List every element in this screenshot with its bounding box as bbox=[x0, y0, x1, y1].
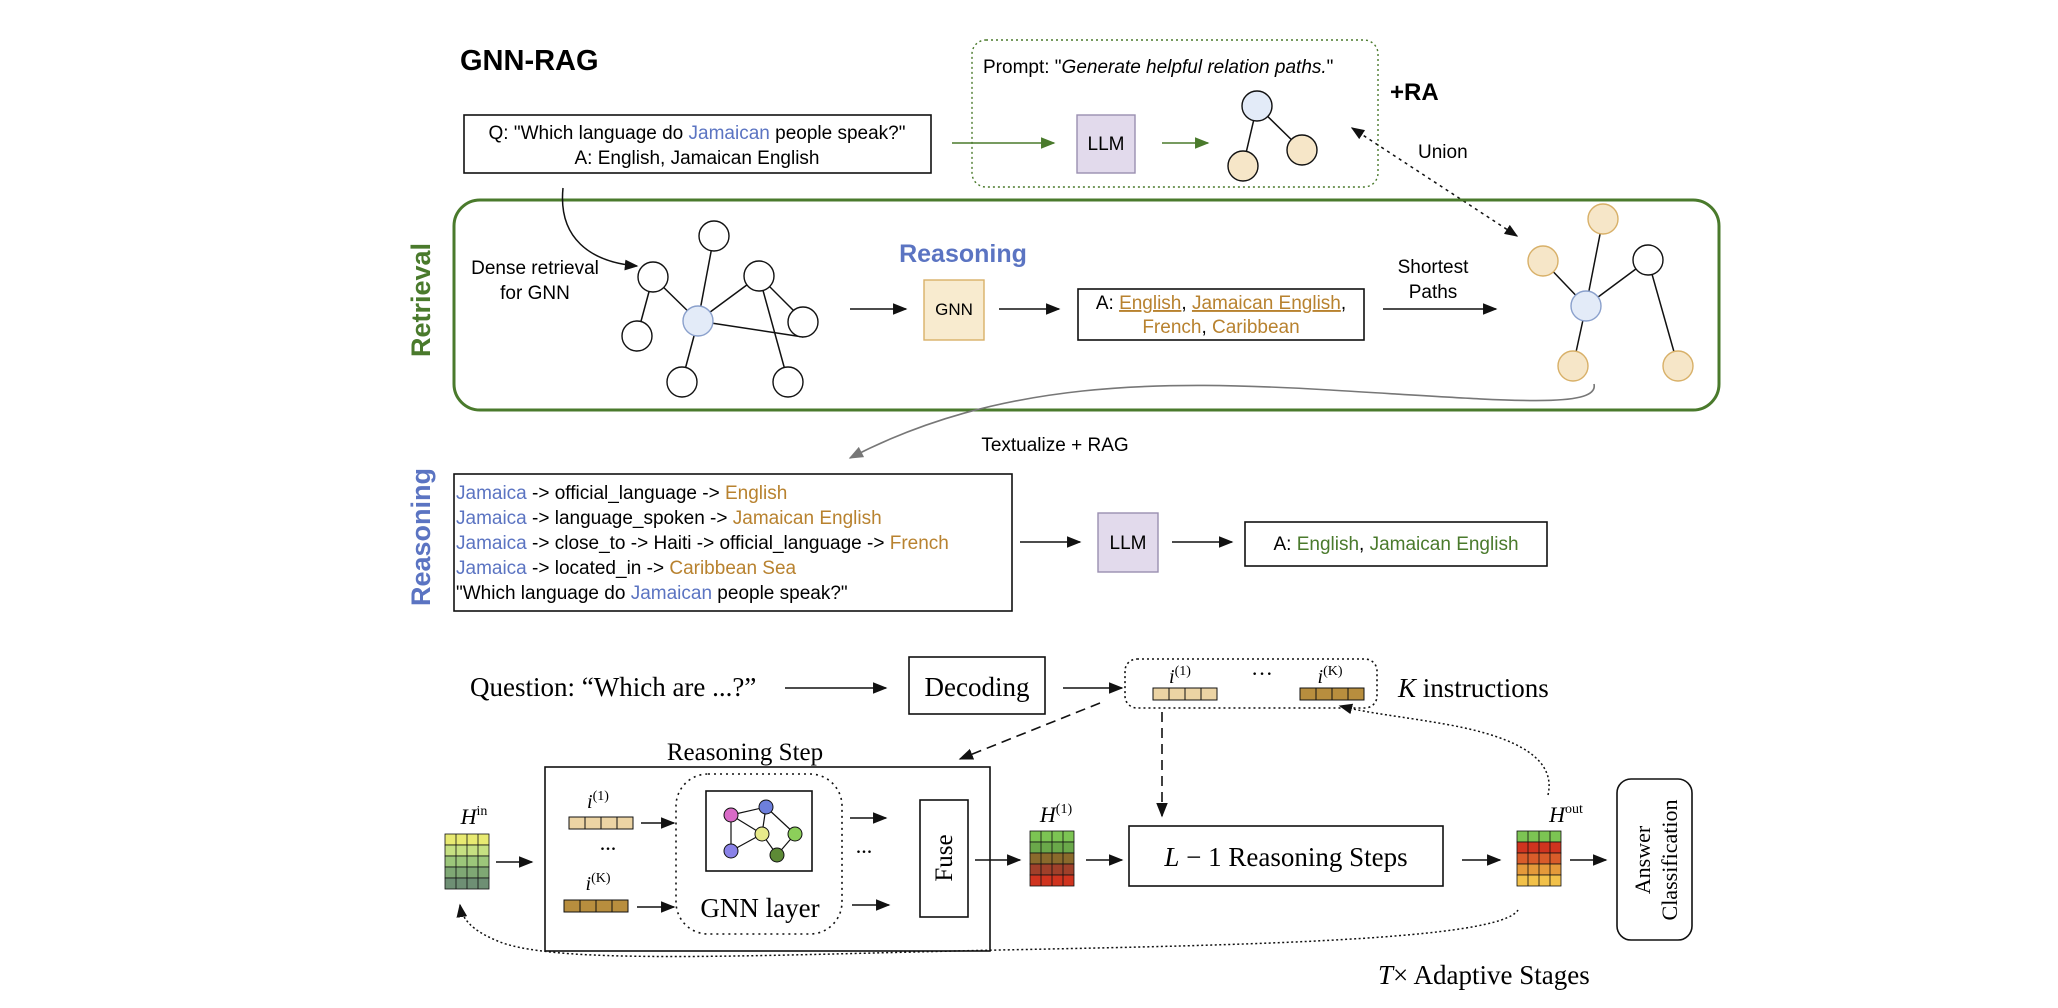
l-minus-1-steps-label: L − 1 Reasoning Steps bbox=[1163, 842, 1407, 872]
dense-retrieval-line2: for GNN bbox=[500, 283, 570, 304]
shortest-path-subgraph bbox=[1527, 203, 1694, 382]
reasoning-llm-box bbox=[1097, 512, 1159, 573]
reasoning-path-3: Jamaica -> close_to -> Haiti -> official… bbox=[456, 533, 949, 554]
question-entity-node bbox=[682, 305, 714, 337]
retrieval-panel bbox=[452, 198, 1721, 412]
step-instruction-vector-1 bbox=[568, 816, 634, 830]
prompt-box bbox=[971, 39, 1379, 188]
top-question: Q: "Which language do Jamaican people sp… bbox=[489, 123, 906, 144]
gnn-layer-graph bbox=[723, 799, 803, 863]
answer-classification-line2: Classification bbox=[1657, 800, 1682, 921]
adaptive-stages-label: T× Adaptive Stages bbox=[1378, 960, 1590, 990]
step-instruction-vector-k bbox=[563, 899, 629, 913]
decoding-label: Decoding bbox=[925, 672, 1030, 702]
dense-retrieval-line1: Dense retrieval bbox=[471, 258, 599, 279]
textualize-label: Textualize + RAG bbox=[981, 435, 1128, 456]
decoding-box bbox=[908, 656, 1046, 715]
h1-matrix bbox=[1029, 830, 1075, 887]
top-llm-box bbox=[1076, 114, 1136, 174]
final-answer: A: English, Jamaican English bbox=[1273, 534, 1518, 555]
reasoning-path-1: Jamaica -> official_language -> English bbox=[456, 483, 787, 504]
gnn-layer-box bbox=[675, 773, 843, 935]
top-llm-label: LLM bbox=[1088, 134, 1125, 155]
prompt-text: Prompt: "Generate helpful relation paths… bbox=[983, 57, 1333, 78]
reasoning-step-title: Reasoning Step bbox=[667, 739, 823, 766]
gnn-label: GNN bbox=[935, 300, 973, 319]
k-instructions-label: K instructions bbox=[1397, 673, 1549, 703]
diagram-title: GNN-RAG bbox=[460, 45, 599, 77]
gnn-box bbox=[923, 279, 985, 341]
retrieval-side-label: Retrieval bbox=[406, 243, 436, 357]
tree-root-node bbox=[1241, 90, 1273, 122]
reasoning-path-2: Jamaica -> language_spoken -> Jamaican E… bbox=[456, 508, 882, 529]
reasoning-question: "Which language do Jamaican people speak… bbox=[456, 583, 848, 604]
union-label: Union bbox=[1418, 142, 1468, 163]
h-in-matrix bbox=[444, 833, 490, 890]
instructions-ellipsis: ··· bbox=[1251, 661, 1273, 686]
knowledge-subgraph bbox=[621, 220, 819, 398]
relation-path-tree bbox=[1227, 90, 1318, 182]
instruction-vector-k bbox=[1299, 687, 1365, 701]
gnn-answer-line1: A: English, Jamaican English, bbox=[1096, 293, 1346, 314]
h-out-matrix bbox=[1516, 830, 1562, 887]
feedback-arrow-to-instructions bbox=[1338, 703, 1550, 796]
final-answer-box bbox=[1244, 521, 1548, 567]
retrieval-reasoning-heading: Reasoning bbox=[899, 240, 1027, 268]
textualize-arrow bbox=[848, 383, 1595, 459]
top-answer: A: English, Jamaican English bbox=[574, 148, 819, 169]
instruction-k-label: i(K) bbox=[1318, 664, 1343, 688]
reasoning-side-label: Reasoning bbox=[406, 468, 436, 606]
reasoning-llm-label: LLM bbox=[1110, 533, 1147, 554]
ra-label: +RA bbox=[1390, 79, 1439, 106]
tree-leaf-node bbox=[1286, 134, 1318, 166]
step-dots-2: ... bbox=[856, 833, 873, 858]
feedback-arrow-to-h-in bbox=[456, 903, 1519, 958]
l-minus-1-steps-box bbox=[1128, 825, 1444, 887]
step-instruction-k-label: i(K) bbox=[586, 871, 611, 895]
answer-classification-line1: Answer bbox=[1630, 825, 1655, 894]
h-in-label: Hin bbox=[460, 804, 488, 829]
dashed-arrow-to-reasoning-step bbox=[958, 702, 1101, 760]
shortest-paths-line1: Shortest bbox=[1398, 257, 1469, 278]
h1-label: H(1) bbox=[1039, 802, 1073, 827]
gnn-layer-label: GNN layer bbox=[700, 893, 819, 923]
fuse-label: Fuse bbox=[931, 834, 958, 881]
reasoning-path-4: Jamaica -> located_in -> Caribbean Sea bbox=[456, 558, 797, 579]
reasoning-paths-box bbox=[453, 473, 1013, 612]
union-arrow bbox=[1350, 127, 1519, 237]
gnn-answer-box bbox=[1077, 288, 1365, 341]
tree-leaf-node bbox=[1227, 150, 1259, 182]
question-answer-box bbox=[463, 114, 932, 174]
h-out-label: Hout bbox=[1548, 802, 1583, 827]
gnn-answer-line2: French, Caribbean bbox=[1142, 317, 1299, 338]
instruction-1-label: i(1) bbox=[1169, 664, 1191, 688]
arrow-question-to-graph bbox=[561, 187, 639, 271]
step-instruction-1-label: i(1) bbox=[587, 789, 609, 813]
bottom-question: Question: “Which are ...?” bbox=[470, 672, 756, 702]
answer-classification-box bbox=[1616, 778, 1693, 941]
shortest-paths-line2: Paths bbox=[1409, 282, 1458, 303]
instruction-vector-1 bbox=[1152, 687, 1218, 701]
fuse-box bbox=[919, 799, 969, 918]
step-dots-1: ... bbox=[600, 830, 617, 855]
